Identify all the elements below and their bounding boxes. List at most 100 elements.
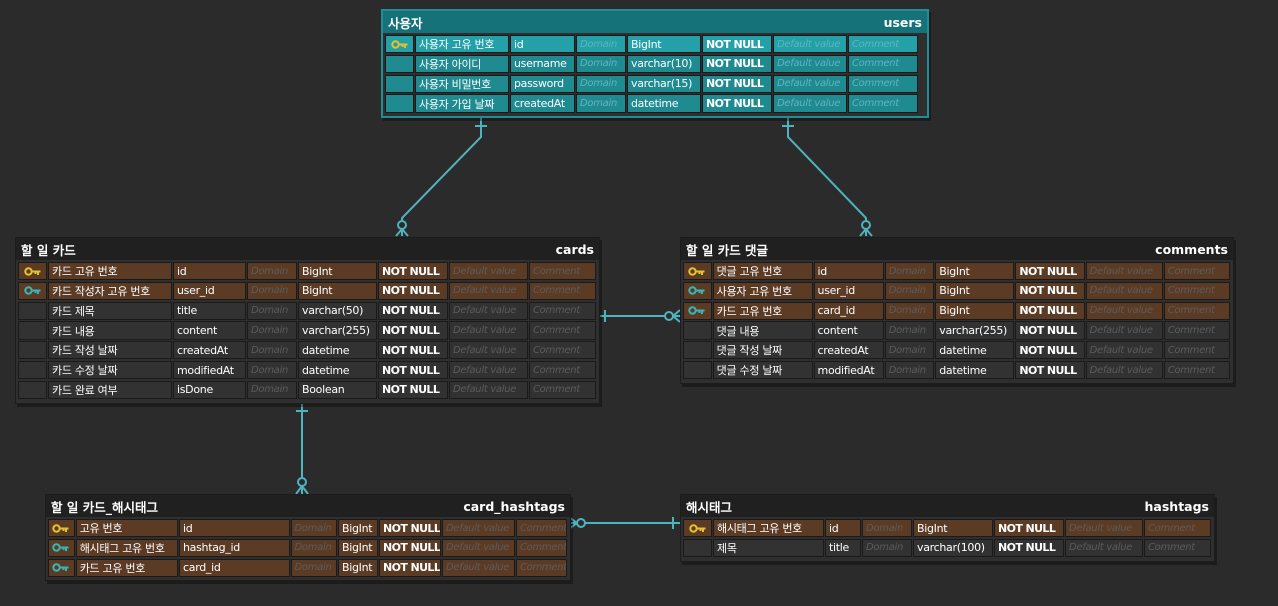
column-domain: Domain	[247, 380, 297, 400]
key-cell	[18, 301, 47, 320]
column-type: datetime	[935, 341, 1015, 360]
key-cell	[683, 360, 712, 380]
column-default: Default value	[773, 74, 847, 93]
key-cell	[683, 321, 712, 340]
column-name: 카드 제목	[48, 301, 172, 320]
column-field: id	[173, 262, 246, 281]
column-null: NOT NULL	[1015, 301, 1085, 320]
entity-logical-name: 할 일 카드_해시태그	[51, 499, 158, 515]
column-domain: Domain	[247, 341, 297, 360]
relation-users-cards[interactable]	[395, 118, 487, 237]
column-comment: Comment	[529, 380, 596, 400]
column-comment: Comment	[1163, 262, 1230, 281]
column-type: BigInt	[627, 35, 701, 54]
primary-key-icon	[683, 519, 712, 538]
column-comment: Comment	[515, 558, 567, 577]
column-name: 제목	[713, 538, 824, 558]
column-domain: Domain	[884, 262, 935, 281]
column-field: user_id	[813, 281, 884, 301]
column-domain: Domain	[884, 301, 935, 320]
column-field: id	[825, 519, 861, 538]
key-cell	[18, 380, 47, 400]
column-comment: Comment	[529, 321, 596, 340]
foreign-key-icon	[48, 538, 75, 558]
key-cell	[385, 54, 414, 74]
column-field: card_id	[813, 301, 884, 320]
column-null: NOT NULL	[378, 321, 448, 340]
column-type: varchar(255)	[935, 321, 1015, 340]
column-domain: Domain	[576, 35, 626, 54]
relation-users-comments[interactable]	[782, 118, 873, 237]
column-type: BigInt	[337, 538, 378, 558]
column-name: 고유 번호	[75, 519, 178, 538]
column-comment: Comment	[515, 519, 567, 538]
column-default: Default value	[1085, 321, 1163, 340]
key-cell	[385, 74, 414, 93]
column-default: Default value	[773, 35, 847, 54]
key-cell	[385, 94, 414, 113]
column-name: 사용자 가입 날짜	[415, 94, 509, 113]
column-comment: Comment	[1163, 281, 1230, 301]
key-cell	[18, 360, 47, 380]
column-domain: Domain	[247, 301, 297, 320]
column-field: content	[813, 321, 884, 340]
relation-cards-comments[interactable]	[599, 309, 681, 323]
column-name: 사용자 비밀번호	[415, 74, 509, 93]
column-name: 사용자 고유 번호	[712, 281, 813, 301]
column-field: user_id	[173, 281, 246, 301]
column-name: 댓글 고유 번호	[712, 262, 813, 281]
relation-cards-card-hashtags[interactable]	[295, 404, 309, 495]
column-null: NOT NULL	[378, 538, 441, 558]
column-comment: Comment	[1163, 341, 1230, 360]
column-type: BigInt	[913, 519, 993, 538]
column-domain: Domain	[862, 519, 912, 538]
column-null: NOT NULL	[378, 558, 441, 577]
column-field: modifiedAt	[813, 360, 884, 380]
column-domain: Domain	[884, 281, 935, 301]
column-domain: Domain	[247, 321, 297, 340]
relation-hashtags-card-hashtags[interactable]	[568, 516, 680, 530]
column-name: 카드 고유 번호	[712, 301, 813, 320]
column-default: Default value	[449, 360, 528, 380]
column-comment: Comment	[1163, 360, 1230, 380]
foreign-key-icon	[48, 558, 75, 577]
column-null: NOT NULL	[994, 519, 1064, 538]
column-null: NOT NULL	[378, 281, 448, 301]
column-null: NOT NULL	[1015, 341, 1085, 360]
